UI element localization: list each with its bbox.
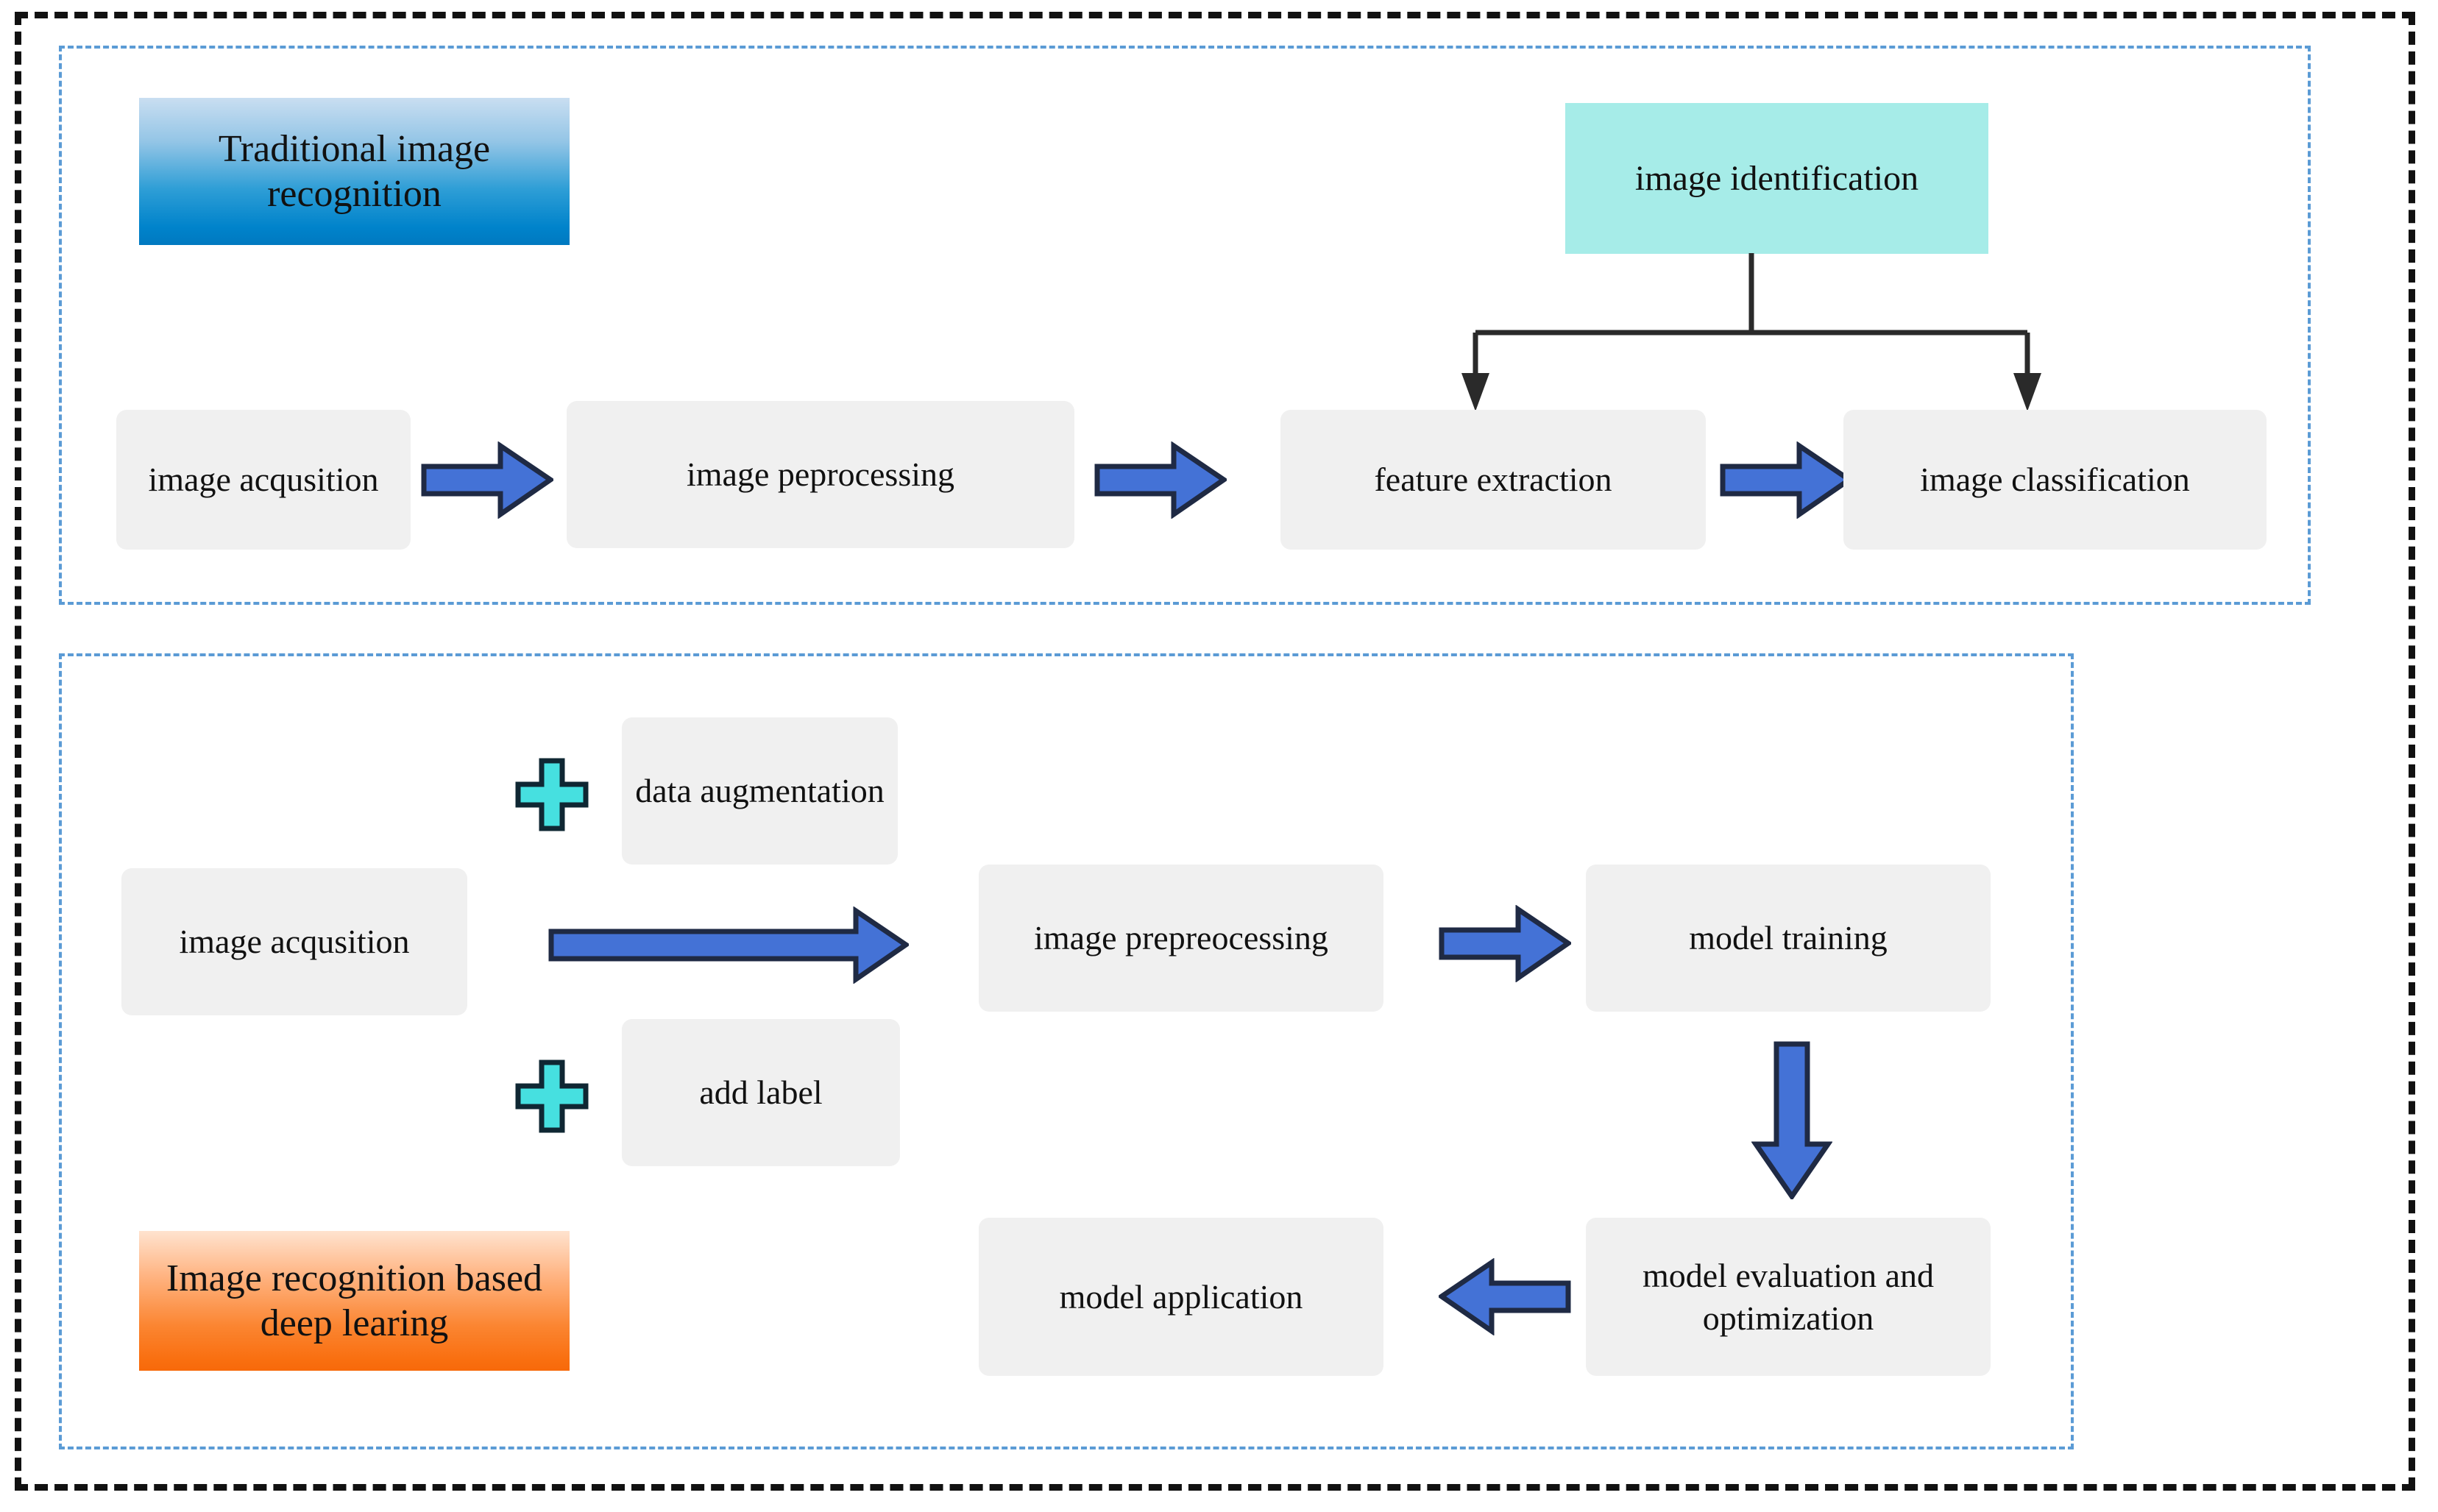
bracket-connector-icon [1461,253,2041,411]
section-title-traditional: Traditional image recognition [139,98,570,245]
node-model-evaluation-optimization: model evaluation and optimization [1586,1218,1991,1376]
node-image-preprocessing-traditional: image peprocessing [567,401,1074,548]
long-right-arrow-icon [548,906,909,984]
node-feature-extraction: feature extraction [1280,410,1706,550]
right-arrow-icon [421,441,553,519]
node-data-augmentation: data augmentation [622,717,898,865]
node-image-acquisition-traditional: image acqusition [116,410,411,550]
node-image-identification: image identification [1565,103,1988,254]
panel-deep-learning-recognition [59,653,2074,1449]
plus-icon [515,1060,589,1133]
right-arrow-icon [1439,905,1571,982]
panel-traditional-recognition [59,46,2311,605]
node-add-label: add label [622,1019,900,1166]
node-image-preprocessing-deep: image prepreocessing [979,865,1383,1012]
right-arrow-icon [1094,441,1227,519]
node-model-application: model application [979,1218,1383,1376]
section-title-deep-learning: Image recognition based deep learing [139,1231,570,1371]
left-arrow-icon [1439,1258,1571,1335]
outer-dashed-frame [15,12,2415,1491]
node-model-training: model training [1586,865,1991,1012]
right-arrow-icon [1720,441,1852,519]
node-image-acquisition-deep: image acqusition [121,868,467,1015]
node-image-classification: image classification [1843,410,2267,550]
down-arrow-icon [1751,1041,1832,1199]
plus-icon [515,758,589,831]
